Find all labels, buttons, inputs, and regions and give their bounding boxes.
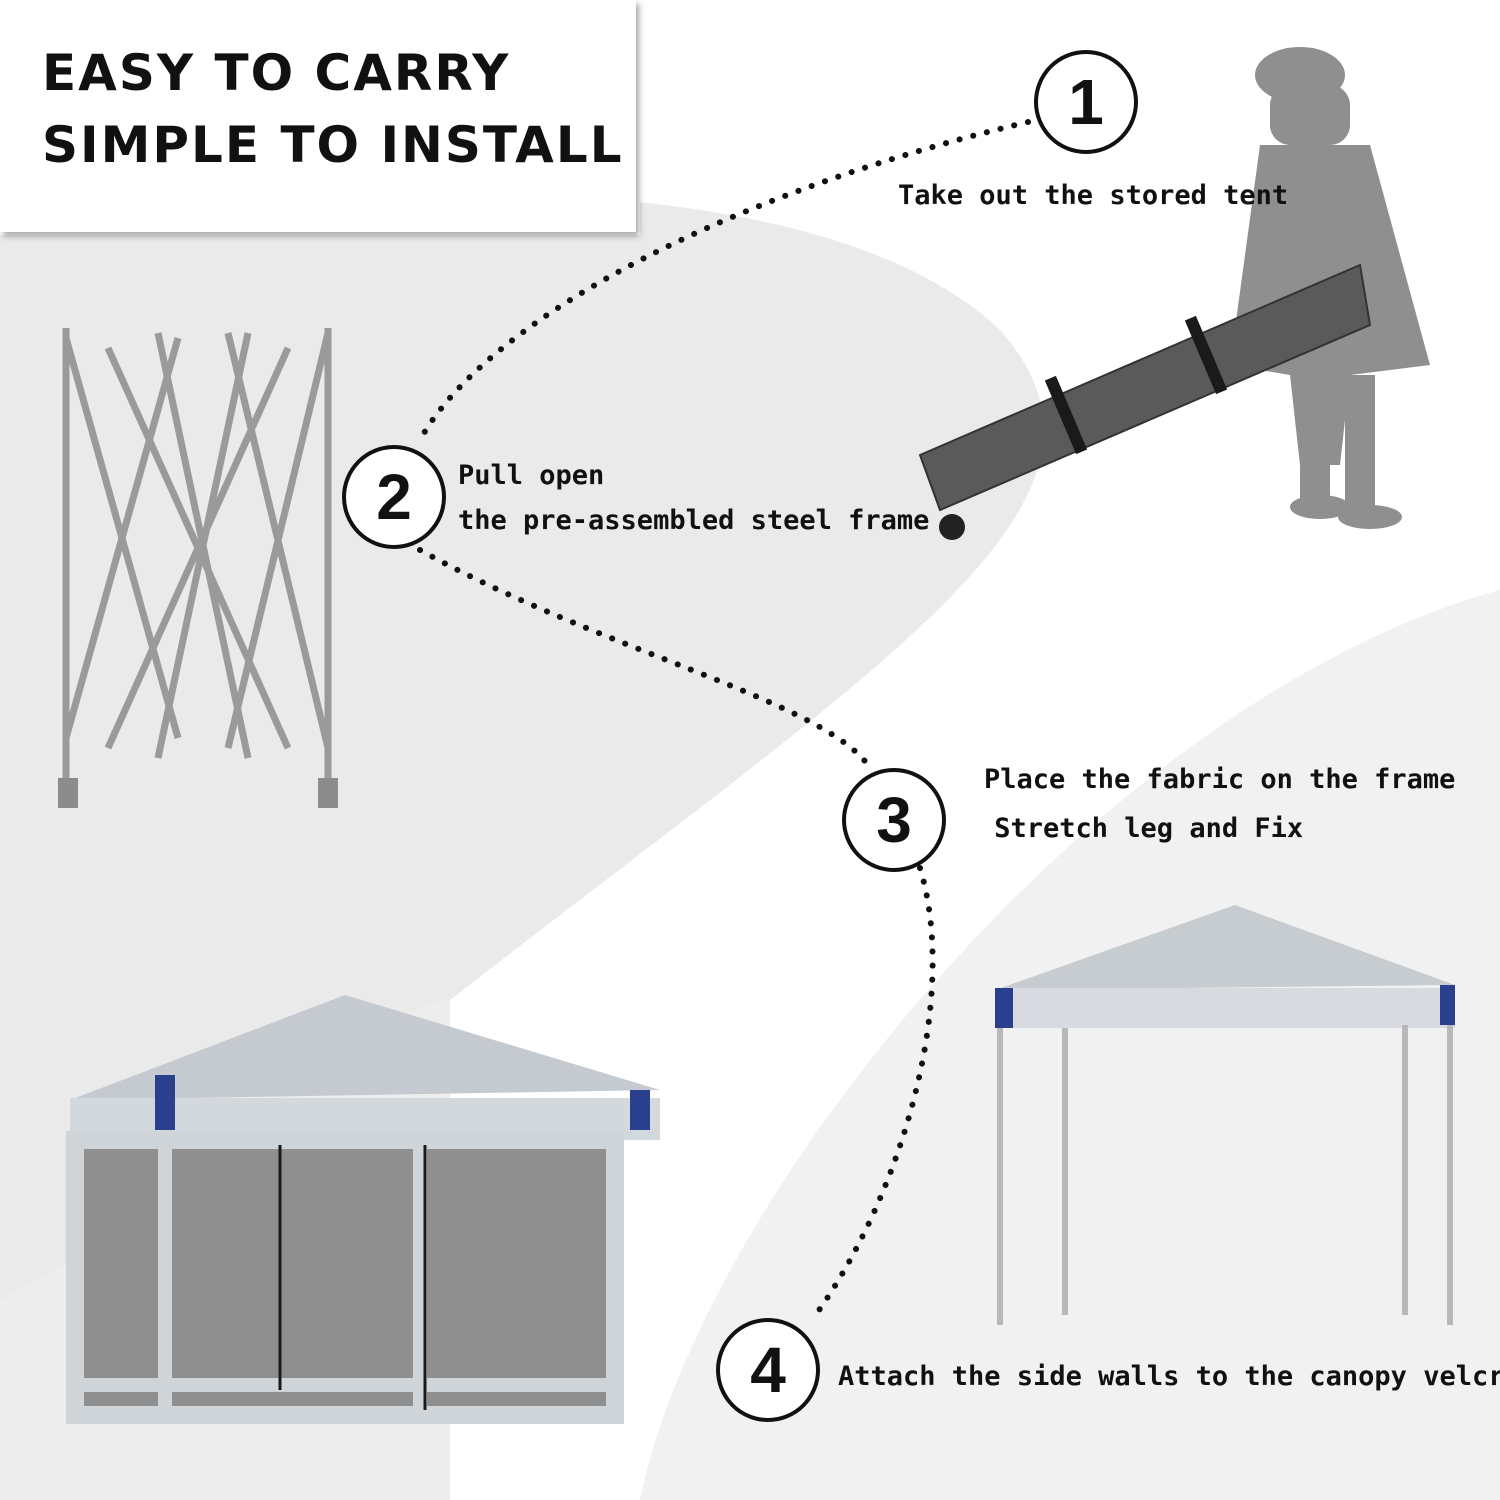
person-with-bag-illustration [918,47,1430,540]
step-3-caption-line-2: Stretch leg and Fix [978,813,1304,844]
step-1-number: 1 [1068,66,1104,138]
title-box: EASY TO CARRY SIMPLE TO INSTALL [0,0,636,232]
step-1-caption: Take out the stored tent [898,180,1289,211]
step-2-caption-line-2: the pre-assembled steel frame [458,505,930,536]
step-1-circle: 1 [1034,50,1138,154]
step-3-number: 3 [876,784,912,856]
step-2-circle: 2 [342,445,446,549]
step-4-number: 4 [750,1334,786,1406]
step-4-caption: Attach the side walls to the canopy velc… [838,1361,1500,1392]
step-4-circle: 4 [716,1318,820,1422]
title-line-2: SIMPLE TO INSTALL [42,116,624,174]
step-2-caption-line-1: Pull open [458,460,605,491]
step-3-caption-line-1: Place the fabric on the frame [984,764,1456,795]
title-line-1: EASY TO CARRY [42,44,511,102]
step-3-circle: 3 [842,768,946,872]
canopy-illustration [995,905,1455,1325]
folded-frame-illustration [58,328,338,808]
step-2-number: 2 [376,461,412,533]
canopy-with-walls-illustration [66,995,660,1424]
